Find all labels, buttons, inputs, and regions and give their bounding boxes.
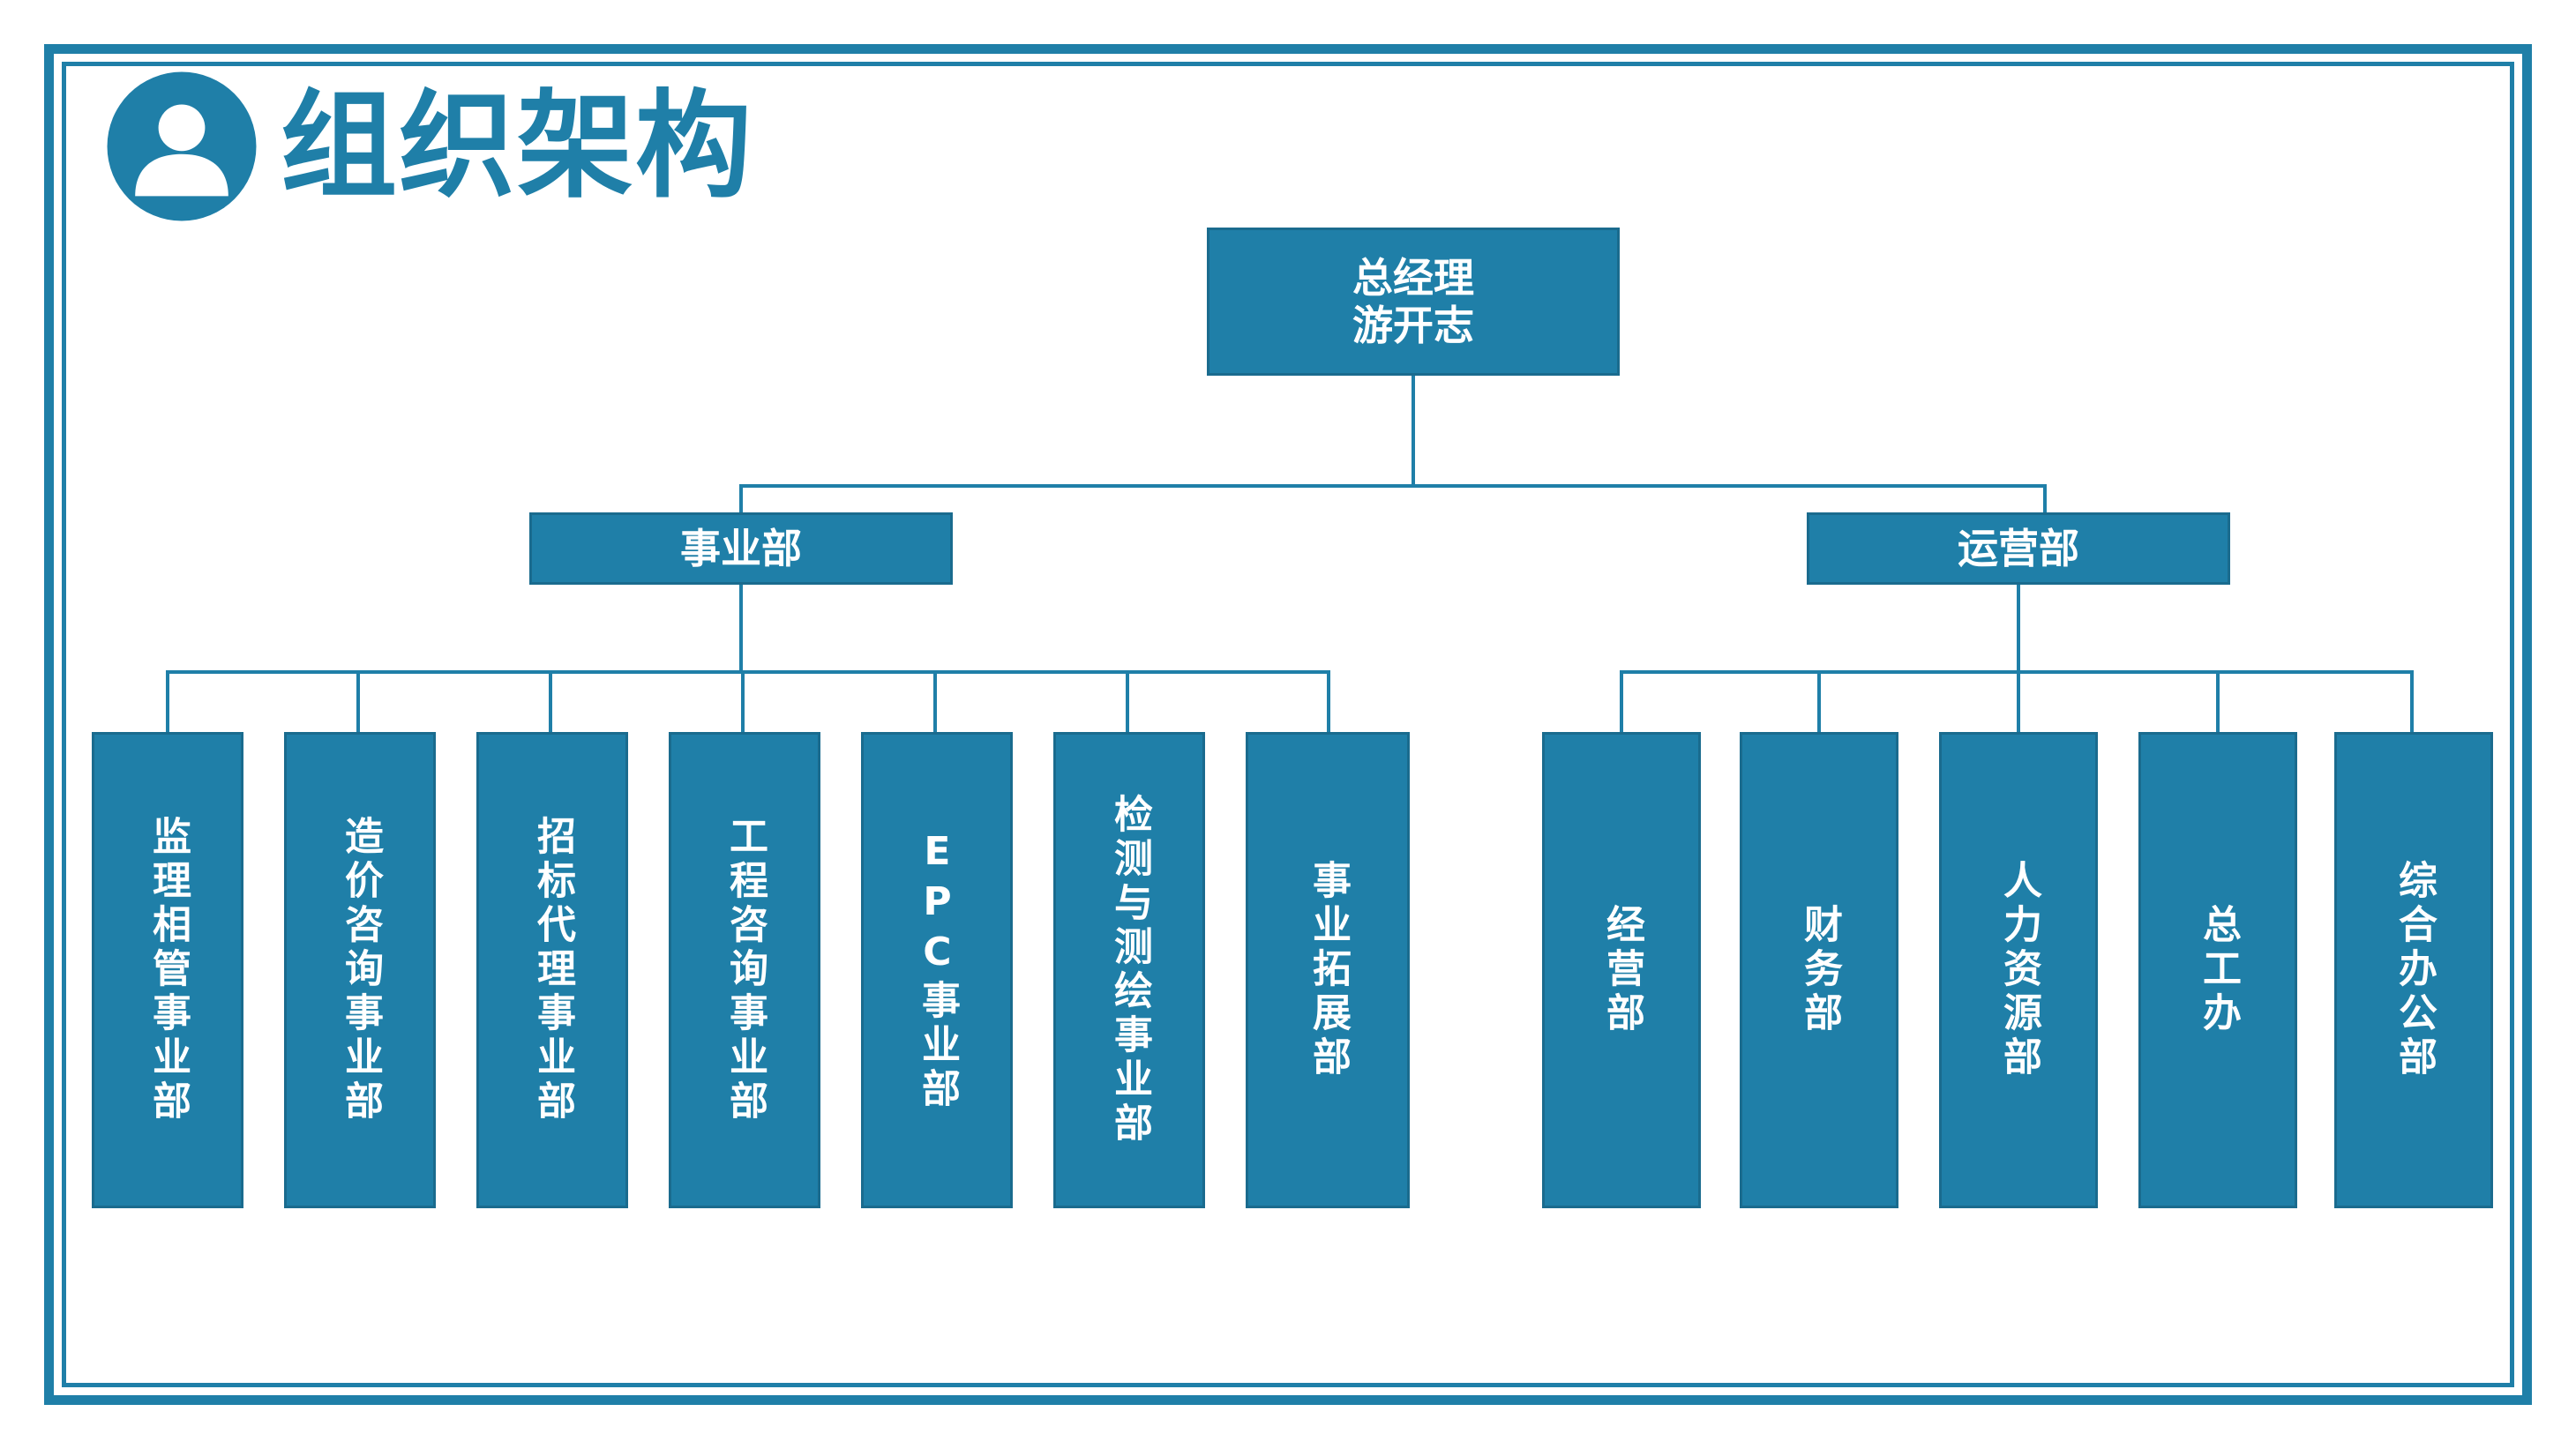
node-chief-engineer-office[interactable]: 总工办	[2138, 732, 2297, 1208]
node-testing-surveying-label: 检测与测绘事业部	[1106, 794, 1152, 1147]
connector-level1-bus	[739, 484, 2047, 488]
node-engineering-consulting[interactable]: 工程咨询事业部	[669, 732, 820, 1208]
connector-business-bus	[166, 670, 1330, 674]
connector-root-stem	[1412, 376, 1415, 487]
connector-drop-epc	[933, 670, 937, 746]
connector-operations-stem	[2017, 585, 2020, 673]
node-chief-engineer-office-label: 总工办	[2195, 904, 2241, 1036]
node-finance-label: 财务部	[1796, 904, 1842, 1036]
node-tender-agency[interactable]: 招标代理事业部	[476, 732, 628, 1208]
connector-drop-management	[1620, 670, 1623, 746]
node-business-division-label: 事业部	[680, 524, 802, 572]
page-header: 组织架构	[104, 69, 753, 224]
node-business-development-label: 事业拓展部	[1305, 860, 1351, 1080]
node-operations-division-label: 运营部	[1958, 524, 2079, 572]
decorative-frame-inner	[62, 62, 2514, 1387]
node-root-label: 总经理 游开志	[1352, 253, 1474, 349]
node-engineering-consulting-label: 工程咨询事业部	[722, 816, 768, 1124]
connector-drop-business-development	[1327, 670, 1330, 746]
node-finance[interactable]: 财务部	[1740, 732, 1898, 1208]
connector-drop-finance	[1817, 670, 1821, 746]
node-human-resources[interactable]: 人力资源部	[1939, 732, 2098, 1208]
connector-drop-tender-agency	[549, 670, 552, 746]
node-business-division[interactable]: 事业部	[529, 512, 953, 585]
node-operations-division[interactable]: 运营部	[1807, 512, 2230, 585]
node-management-label: 经营部	[1599, 904, 1644, 1036]
connector-drop-supervision	[166, 670, 169, 746]
connector-drop-human-resources	[2017, 670, 2020, 746]
connector-drop-chief-engineer-office	[2216, 670, 2220, 746]
decorative-frame-outer	[44, 44, 2532, 1405]
node-supervision-label: 监理相管事业部	[145, 816, 191, 1124]
connector-drop-testing-surveying	[1126, 670, 1129, 746]
node-cost-consulting[interactable]: 造价咨询事业部	[284, 732, 436, 1208]
node-cost-consulting-label: 造价咨询事业部	[337, 816, 383, 1124]
node-management[interactable]: 经营部	[1542, 732, 1701, 1208]
node-business-development[interactable]: 事业拓展部	[1246, 732, 1410, 1208]
page-title: 组织架构	[281, 78, 753, 214]
node-supervision[interactable]: 监理相管事业部	[92, 732, 243, 1208]
connector-drop-general-office	[2410, 670, 2414, 746]
node-human-resources-label: 人力资源部	[1996, 860, 2041, 1080]
person-avatar-icon	[104, 69, 259, 224]
node-epc-label: EPC事业部	[914, 828, 960, 1112]
connector-drop-engineering-consulting	[741, 670, 745, 746]
node-root-general-manager[interactable]: 总经理 游开志	[1207, 228, 1620, 376]
connector-business-stem	[739, 585, 743, 673]
node-tender-agency-label: 招标代理事业部	[529, 816, 575, 1124]
node-epc[interactable]: EPC事业部	[861, 732, 1013, 1208]
connector-drop-cost-consulting	[356, 670, 360, 746]
node-testing-surveying[interactable]: 检测与测绘事业部	[1053, 732, 1205, 1208]
node-general-office-label: 综合办公部	[2391, 860, 2437, 1080]
node-general-office[interactable]: 综合办公部	[2334, 732, 2493, 1208]
